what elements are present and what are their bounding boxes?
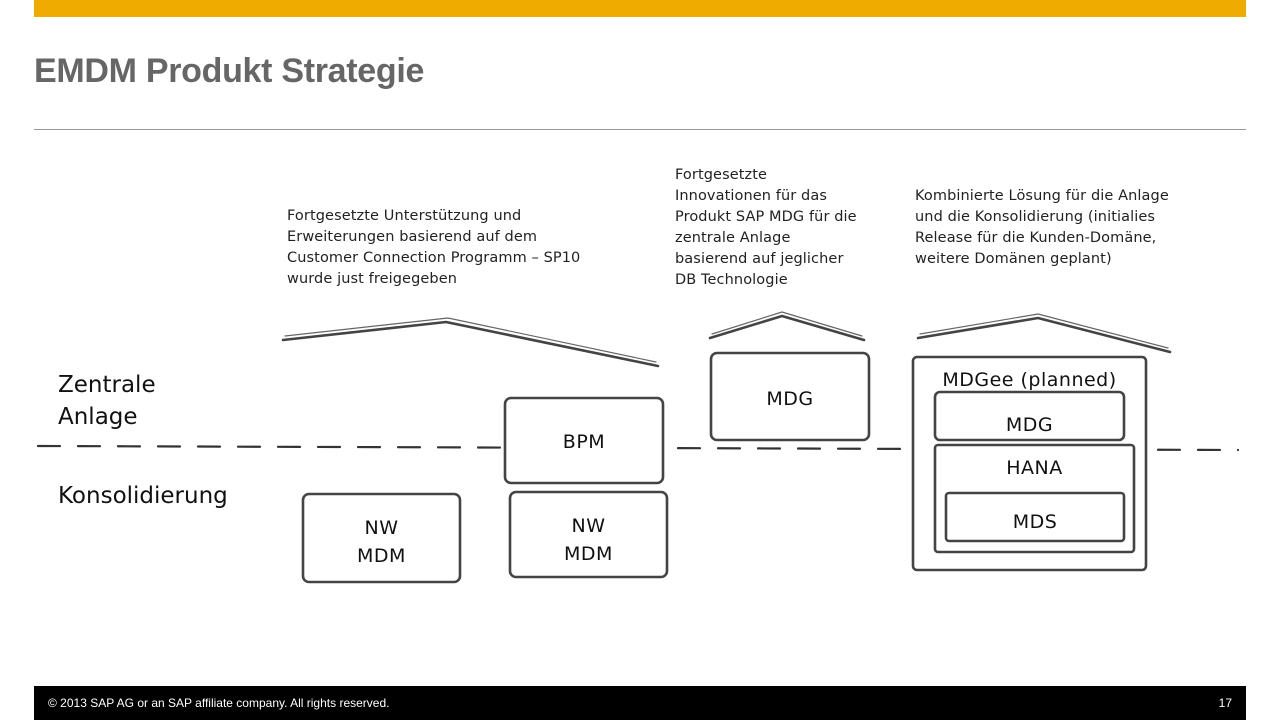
footer-copyright: © 2013 SAP AG or an SAP affiliate compan… (48, 696, 390, 710)
box-mdgee-mdg (933, 390, 1126, 442)
label-hana: HANA (1006, 457, 1063, 479)
label-mdg: MDG (766, 388, 814, 410)
title-divider (34, 129, 1246, 130)
row-label-central: Zentrale Anlage (58, 372, 156, 430)
label-mds: MDS (1012, 511, 1058, 533)
row-label-consolidation: Konsolidierung (58, 483, 228, 509)
box-mdg (709, 351, 871, 442)
label-nw-mdm-1: NW MDM (357, 517, 406, 567)
top-accent-bar (34, 0, 1246, 17)
roof-mdgee (916, 316, 1172, 354)
roof-mdg (708, 314, 866, 342)
box-nw-mdm-2 (508, 490, 669, 579)
box-nw-mdm-1 (301, 492, 462, 584)
note-mdg: Fortgesetzte Innovationen für das Produk… (675, 167, 857, 288)
roof-mdm-inner (284, 317, 657, 363)
slide-title: EMDM Produkt Strategie (34, 52, 425, 90)
footer-bar: © 2013 SAP AG or an SAP affiliate compan… (34, 686, 1246, 720)
roof-mdgee-inner (919, 313, 1169, 349)
label-mdgee-title: MDGee (planned) (942, 369, 1117, 391)
roof-mdg-inner (711, 311, 863, 337)
roof-mdm (281, 320, 660, 368)
label-bpm: BPM (562, 431, 606, 453)
label-mdgee-mdg: MDG (1005, 414, 1054, 436)
page-number: 17 (1218, 696, 1232, 710)
note-mdgee: Kombinierte Lösung für die Anlage und di… (915, 188, 1169, 267)
box-mds (944, 491, 1126, 543)
label-nw-mdm-2: NW MDM (564, 515, 613, 565)
box-bpm (503, 396, 665, 485)
note-mdm: Fortgesetzte Unterstützung und Erweiteru… (287, 208, 581, 287)
